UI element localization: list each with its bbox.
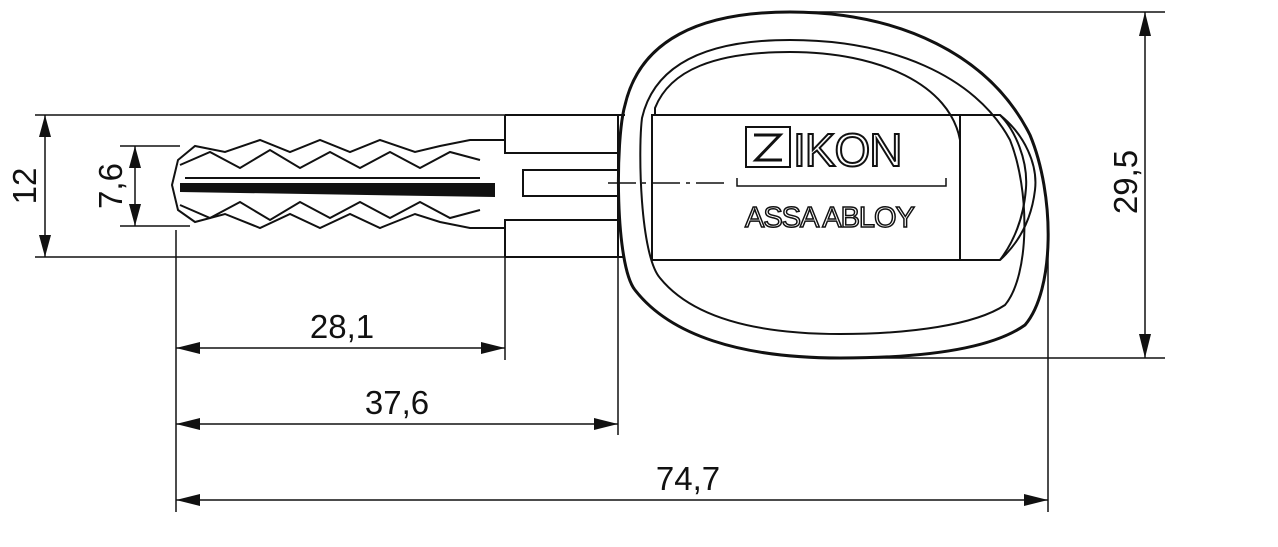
key-head-label-plate: [651, 114, 961, 261]
key-blade: [170, 138, 505, 230]
key-head-right-cap: [960, 114, 1037, 261]
dim-label-total-length: 74,7: [656, 460, 720, 497]
brand-name: IKON: [793, 124, 901, 176]
blade-outline: [170, 138, 505, 230]
label-underline: [736, 178, 947, 187]
blade-groove: [180, 183, 495, 197]
dim-label-head-height: 29,5: [1107, 150, 1144, 214]
key-head-right-cap-detail: [999, 114, 1028, 261]
key-head: [608, 10, 1050, 360]
dim-label-shoulder-length: 37,6: [365, 384, 429, 421]
blade-profile-top: [179, 148, 481, 170]
dim-label-blade-length: 28,1: [310, 308, 374, 345]
dimension-lines: [35, 11, 1165, 512]
ikon-logo-icon: [745, 126, 791, 168]
blade-profile-bottom: [179, 200, 481, 222]
dim-label-height-inner: 7,6: [92, 163, 129, 209]
sub-brand: ASSA ABLOY: [745, 202, 915, 234]
key-head-inner-outline: [639, 38, 1026, 336]
branding: IKON ASSA ABLOY: [744, 123, 916, 235]
key-head-outer-outline: [616, 10, 1050, 360]
dim-label-height-outer: 12: [6, 168, 43, 205]
dimension-labels: 12 7,6 28,1 37,6 74,7 29,5: [6, 150, 1144, 497]
key-shoulder: [504, 114, 625, 258]
key-head-recess: [654, 50, 961, 141]
